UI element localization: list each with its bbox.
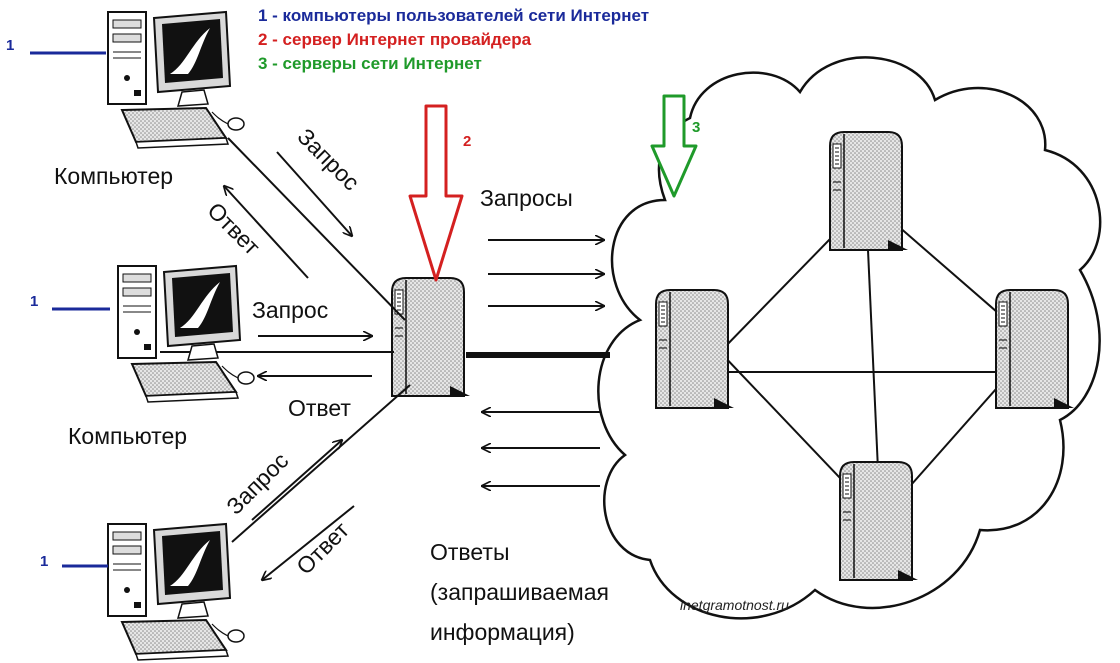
provider-marker-arrow [408, 104, 464, 282]
request-label-top: Запрос [292, 123, 364, 195]
internet-server-top [829, 131, 909, 251]
request-arrow-bottom [251, 440, 342, 521]
legend-item-3: 3 - серверы сети Интернет [258, 54, 482, 73]
requests-arrows [488, 240, 604, 306]
request-label-bottom: Запрос [221, 447, 293, 519]
computer-label-middle: Компьютер [68, 423, 187, 449]
responses-label-line-3: информация) [430, 619, 575, 645]
internet-server-left [655, 289, 735, 409]
computer-label-top: Компьютер [54, 163, 173, 189]
provider-marker-number: 2 [463, 133, 471, 150]
user-computer-bottom [107, 523, 245, 661]
svg-text:1: 1 [6, 37, 14, 54]
internet-marker-number: 3 [692, 119, 700, 136]
internet-cloud [597, 56, 1102, 620]
provider-server [391, 277, 471, 397]
user-marker-bottom: 1 [40, 553, 108, 570]
user-computer-top [107, 11, 245, 149]
response-arrow-top [224, 186, 309, 279]
response-label-top: Ответ [202, 197, 265, 260]
internet-server-bottom [839, 461, 919, 581]
internet-server-right [995, 289, 1075, 409]
user-marker-middle: 1 [30, 293, 110, 311]
user-computer-middle [117, 265, 255, 403]
request-arrow-top [276, 151, 352, 236]
svg-text:1: 1 [30, 293, 38, 310]
responses-label-line-1: Ответы [430, 539, 509, 565]
requests-label: Запросы [480, 185, 573, 211]
watermark: inetgramotnost.ru [680, 597, 789, 613]
response-label-middle: Ответ [288, 395, 351, 421]
response-arrow-bottom [262, 505, 355, 580]
responses-label-line-2: (запрашиваемая [430, 579, 609, 605]
svg-text:1: 1 [40, 553, 48, 570]
request-label-middle: Запрос [252, 297, 328, 323]
legend-item-1: 1 - компьютеры пользователей сети Интерн… [258, 6, 649, 25]
user-marker-top: 1 [6, 37, 106, 55]
internet-marker-arrow [650, 94, 698, 198]
legend-item-2: 2 - сервер Интернет провайдера [258, 30, 532, 49]
responses-arrows [482, 412, 600, 486]
